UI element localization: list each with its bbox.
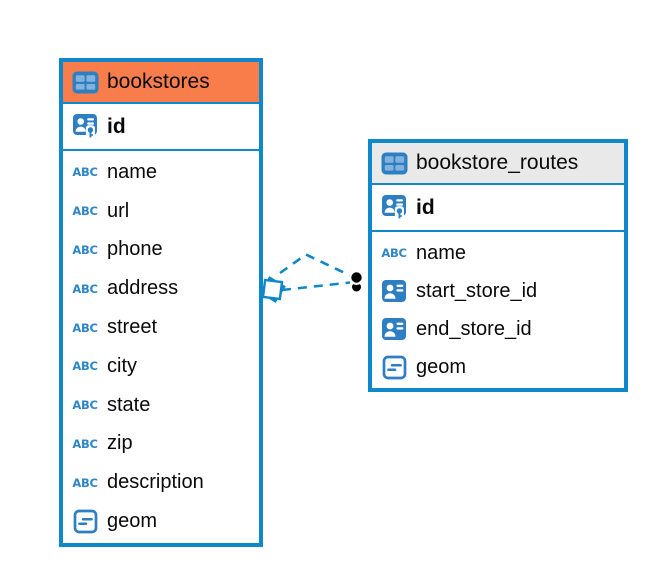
table-title: bookstores: [107, 70, 210, 93]
column-row: ABC zip: [63, 425, 259, 464]
column-row: start_store_id: [372, 272, 624, 310]
column-row: end_store_id: [372, 310, 624, 348]
primary-key-name: id: [416, 195, 435, 219]
column-row: ABC street: [63, 308, 259, 347]
column-row: ABC url: [63, 192, 259, 231]
column-row: ABC name: [63, 153, 259, 192]
column-row: geom: [63, 502, 259, 541]
column-name: city: [107, 354, 137, 377]
primary-key-row: id: [63, 104, 259, 151]
text-type-icon: ABC: [72, 204, 98, 219]
primary-key-row: id: [372, 185, 624, 232]
text-type-icon: ABC: [72, 436, 98, 451]
column-name: phone: [107, 238, 163, 261]
relation-line: [281, 281, 351, 292]
relation-target-marker[interactable]: [349, 270, 364, 294]
column-name: geom: [416, 355, 467, 378]
column-name: description: [107, 471, 204, 494]
column-name: url: [107, 199, 130, 222]
struct-type-icon: [70, 508, 100, 535]
text-type-icon: ABC: [72, 281, 98, 296]
column-row: ABC address: [63, 269, 259, 308]
table-title: bookstore_routes: [416, 151, 579, 174]
reference-type-icon: [379, 278, 409, 305]
struct-type-icon: [379, 354, 409, 381]
relation-line: [279, 252, 351, 277]
relation-source-marker[interactable]: [259, 276, 286, 303]
column-name: state: [107, 393, 151, 416]
table-bookstore-routes[interactable]: bookstore_routes id ABC name start_store_i…: [368, 139, 628, 392]
text-type-icon: ABC: [72, 475, 98, 490]
column-name: name: [107, 160, 158, 183]
table-icon: [70, 69, 100, 96]
column-name: zip: [107, 432, 133, 455]
column-name: street: [107, 316, 158, 339]
primary-key-name: id: [107, 114, 126, 138]
relation-link-1[interactable]: [279, 252, 351, 277]
primary-key-icon: [379, 194, 409, 221]
column-row: ABC city: [63, 347, 259, 386]
reference-type-icon: [379, 316, 409, 343]
column-row: ABC description: [63, 463, 259, 502]
column-name: address: [107, 277, 179, 300]
column-row: ABC phone: [63, 231, 259, 270]
column-row: ABC state: [63, 386, 259, 425]
text-type-icon: ABC: [72, 242, 98, 257]
table-icon: [379, 150, 409, 177]
table-header[interactable]: bookstore_routes: [372, 143, 624, 185]
column-row: ABC name: [372, 234, 624, 272]
column-name: start_store_id: [416, 279, 538, 302]
column-row: geom: [372, 348, 624, 386]
column-name: geom: [107, 510, 158, 533]
text-type-icon: ABC: [381, 246, 407, 260]
column-name: name: [416, 241, 467, 264]
text-type-icon: ABC: [72, 398, 98, 413]
text-type-icon: ABC: [72, 320, 98, 335]
column-name: end_store_id: [416, 317, 532, 340]
text-type-icon: ABC: [72, 165, 98, 180]
primary-key-icon: [70, 113, 100, 140]
table-header[interactable]: bookstores: [63, 62, 259, 104]
text-type-icon: ABC: [72, 359, 98, 374]
relation-link-2[interactable]: [281, 281, 351, 292]
